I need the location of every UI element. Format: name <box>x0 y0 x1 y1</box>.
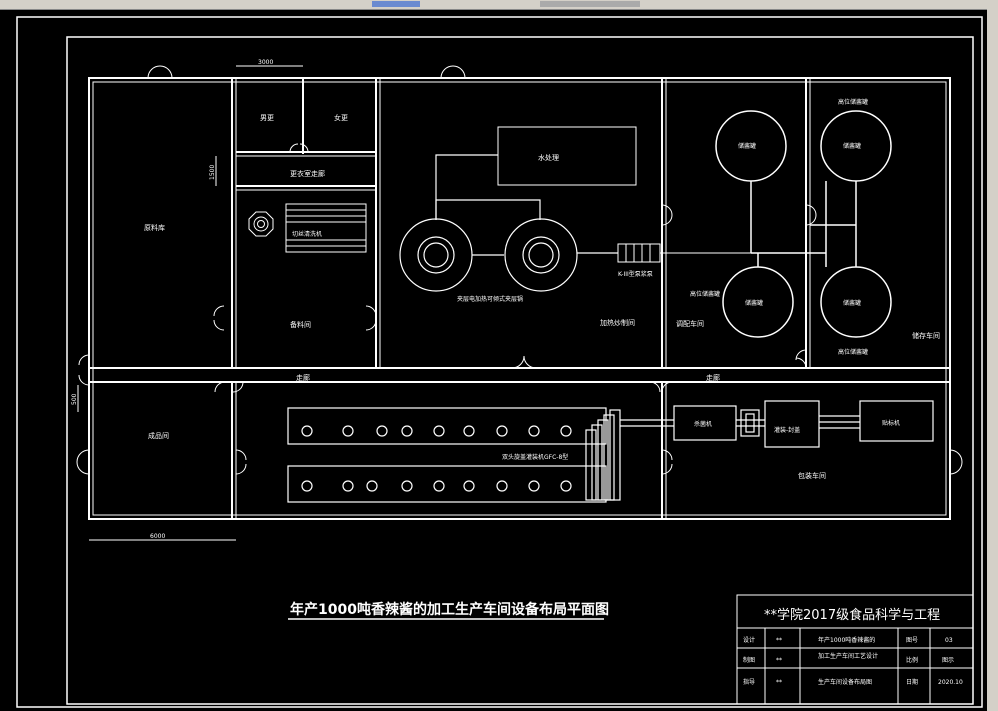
tank-label-3: 储酱罐 <box>745 299 763 307</box>
sterilizer-label: 杀菌机 <box>694 420 712 428</box>
draw-label: 制图 <box>743 656 755 664</box>
bottle-line-label: 双头旋盖灌装机GFC-8型 <box>502 453 568 461</box>
filling-lines <box>287 407 674 503</box>
tank-labels: 储酱罐 储酱罐 储酱罐 储酱罐 高位储酱罐 高位储酱罐 高位储酱罐 <box>690 98 868 356</box>
date-label: 日期 <box>906 678 918 686</box>
pump <box>617 243 760 263</box>
room-packaging: 包装车间 <box>798 471 826 480</box>
title-block-grid <box>736 594 974 705</box>
tank-label-2: 储酱罐 <box>843 142 861 150</box>
scale-value: 图示 <box>942 657 954 664</box>
dim-top: 3000 <box>258 59 273 66</box>
jacketed-kettles <box>399 154 618 292</box>
dim-lockers: 1500 <box>209 165 216 180</box>
project-line1: 年产1000吨香辣酱的 <box>818 636 875 644</box>
check-value: ** <box>776 679 782 686</box>
water-tank-label: 水处理 <box>538 153 559 162</box>
inner-frame <box>66 36 974 705</box>
room-corridor-left: 走廊 <box>296 373 310 382</box>
title-block-cells: 设计 ** 制图 ** 指导 ** 年产1000吨香辣酱的 加工生产车间工艺设计… <box>743 636 963 686</box>
project-line2: 加工生产车间工艺设计 <box>818 652 878 660</box>
room-changing-corridor: 更衣室走廊 <box>290 169 325 178</box>
room-finished-goods: 成品间 <box>148 431 169 440</box>
title-block-school: **学院2017级食品科学与工程 <box>764 607 940 623</box>
filler-label: 灌装-封盖 <box>774 426 800 434</box>
design-value: ** <box>776 637 782 644</box>
dim-corridor: 500 <box>71 393 78 405</box>
room-women-locker: 女更 <box>334 113 348 122</box>
drawing-title: 年产1000吨香辣酱的加工生产车间设备布局平面图 <box>290 601 609 618</box>
room-labels: 原料库 男更 女更 更衣室走廊 备料间 加热炒制间 调配车间 储存车间 走廊 走… <box>144 113 940 480</box>
drawing-no-value: 03 <box>945 637 953 644</box>
room-blending: 调配车间 <box>676 319 704 328</box>
draw-value: ** <box>776 657 782 664</box>
room-raw-material: 原料库 <box>144 223 165 232</box>
room-right-label: 储存车间 <box>912 331 940 340</box>
cad-drawing-canvas[interactable]: 3000 1500 500 6000 原料库 男更 女更 更衣室走廊 备料间 加… <box>0 9 987 711</box>
storage-tank-bottom-label: 高位储酱罐 <box>838 348 868 356</box>
pump-label: K-III型泵浆泵 <box>618 270 653 278</box>
bottle-line-label-bg <box>500 450 578 462</box>
room-men-locker: 男更 <box>260 114 274 122</box>
vertical-scrollbar[interactable] <box>987 9 998 711</box>
date-value: 2020.10 <box>938 679 963 686</box>
storage-tanks <box>715 110 892 338</box>
dim-bottom: 6000 <box>150 533 165 540</box>
washer-equipment <box>248 203 367 253</box>
labeler-label: 贴标机 <box>882 419 900 427</box>
toolbar-tab[interactable] <box>372 1 420 7</box>
washer-label-bg <box>312 228 352 238</box>
check-label: 指导 <box>743 678 755 686</box>
drawing-no-label: 图号 <box>906 637 918 644</box>
room-corridor-right: 走廊 <box>706 373 720 382</box>
door-symbols <box>76 65 963 475</box>
washer-label: 切丝清洗机 <box>292 230 322 238</box>
room-stir-fry: 加热炒制间 <box>600 318 635 327</box>
building-walls <box>88 77 951 520</box>
window-toolbar-strip <box>0 0 998 10</box>
room-ingredient: 备料间 <box>290 320 311 329</box>
sheet-desc: 生产车间设备布局图 <box>818 678 872 686</box>
tank-label-1: 储酱罐 <box>738 142 756 150</box>
storage-tank-top-label: 高位储酱罐 <box>838 98 868 106</box>
design-label: 设计 <box>743 636 755 644</box>
storage-tank-left-label: 高位储酱罐 <box>690 290 720 298</box>
toolbar-tab[interactable] <box>540 1 640 7</box>
tank-label-4: 储酱罐 <box>843 299 861 307</box>
outer-frame <box>16 16 983 708</box>
kettle-label: 夹层电加热可倾式夹层锅 <box>457 295 523 303</box>
dimension-lines <box>77 65 303 541</box>
water-tank <box>497 126 637 186</box>
scale-label: 比例 <box>906 656 918 664</box>
packaging-line <box>673 400 934 448</box>
